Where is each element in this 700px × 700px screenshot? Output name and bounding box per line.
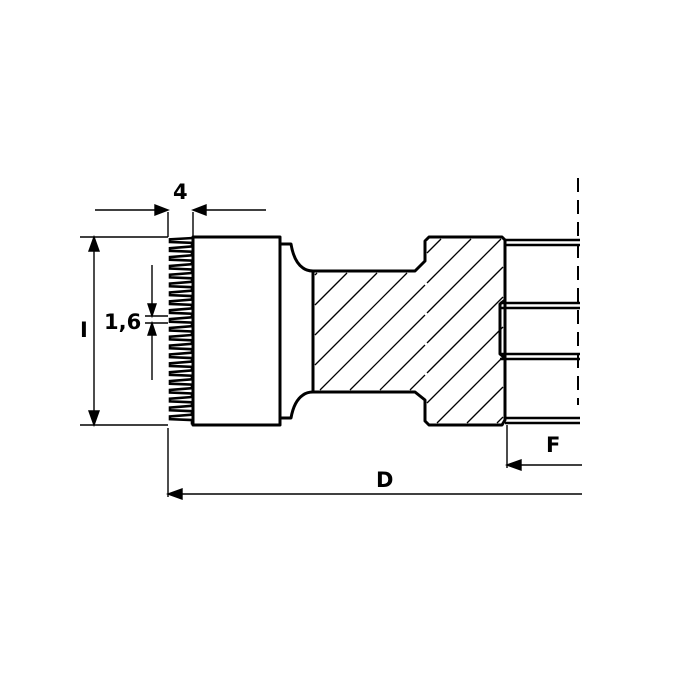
hatch-line xyxy=(379,344,426,391)
dimension-lines xyxy=(80,203,582,500)
hatch-line xyxy=(409,374,426,391)
hatch-line xyxy=(426,326,504,404)
hatch-line xyxy=(314,272,408,366)
hatch-line xyxy=(426,238,442,254)
hatch-line xyxy=(426,238,502,314)
hatch-line xyxy=(319,284,426,391)
hatch-line xyxy=(314,272,348,306)
hatch-line xyxy=(314,272,378,336)
section-hatching xyxy=(314,238,504,424)
hatch-line xyxy=(436,356,504,424)
dim-diameter-label: D xyxy=(376,468,394,492)
hatch-line xyxy=(426,296,504,374)
bore-lines xyxy=(500,238,580,425)
hatch-line xyxy=(426,238,472,284)
hatch-line xyxy=(314,272,318,276)
dim-offset-label: F xyxy=(546,433,561,457)
hub-section xyxy=(280,235,507,427)
hatch-line xyxy=(426,266,504,344)
dim-height-label: I xyxy=(80,318,88,342)
dim-tooth-pitch-label: 1,6 xyxy=(104,310,142,334)
hatch-line xyxy=(466,386,504,424)
cutter-teeth xyxy=(168,236,194,426)
hatch-line xyxy=(349,314,426,391)
hatch-line xyxy=(496,416,504,424)
dim-tooth-width-label: 4 xyxy=(173,180,188,204)
cutter-body xyxy=(191,235,282,427)
